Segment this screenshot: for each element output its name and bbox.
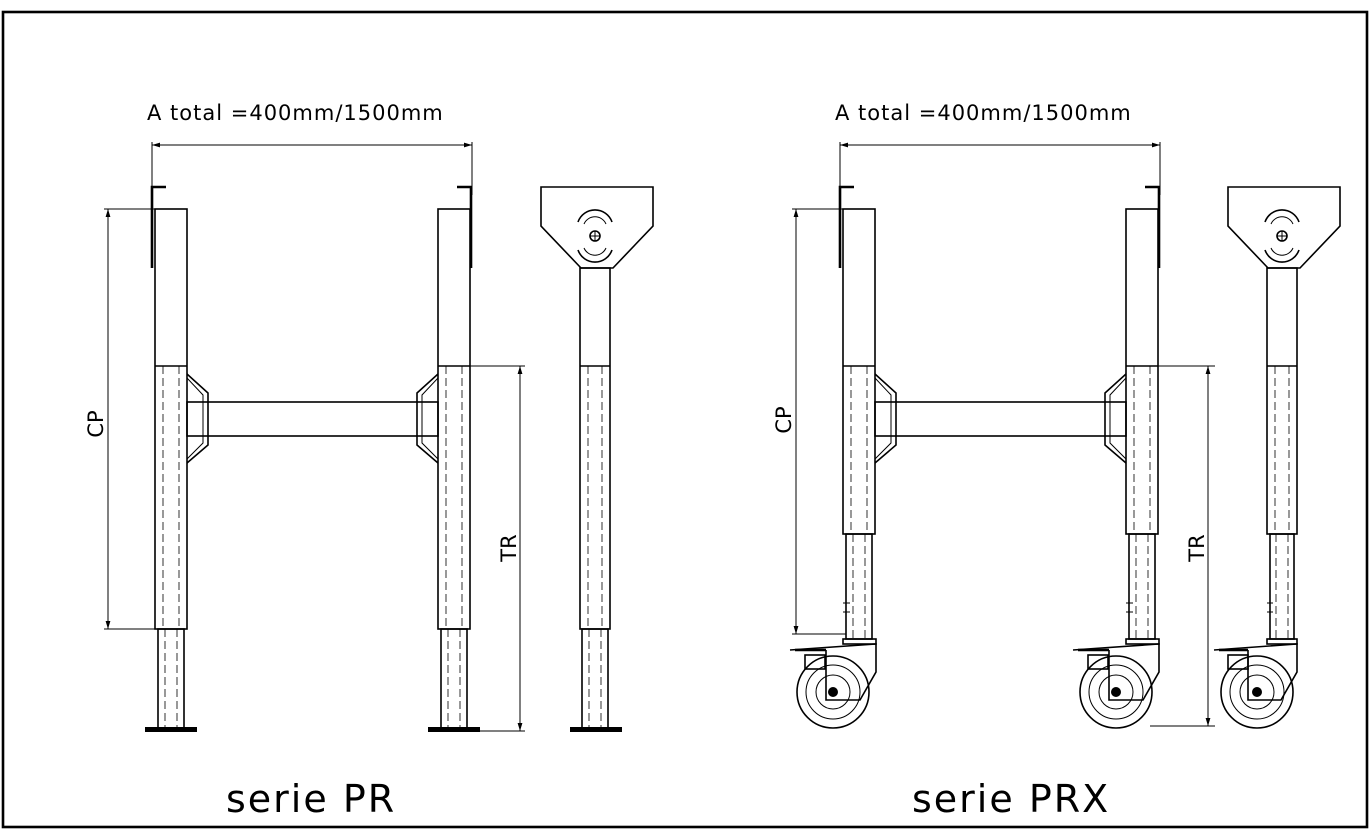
caster-wheel: [1213, 638, 1298, 729]
cp-label: CP: [772, 406, 796, 433]
cp-label: CP: [84, 410, 108, 437]
foot-plate: [428, 727, 480, 732]
caster-wheel: [789, 638, 877, 729]
tr-label: TR: [1185, 534, 1209, 562]
drawing-serie-pr: A total =400mm/1500mm CP TR: [84, 101, 654, 821]
foot-plate: [145, 727, 197, 732]
side-view: [1227, 186, 1341, 640]
right-leg: [428, 185, 480, 732]
caster-wheel: [1072, 638, 1160, 729]
crossbar: [186, 373, 439, 464]
series-title: serie PR: [226, 777, 396, 821]
right-leg: [1125, 185, 1161, 640]
drawing-frame: [1, 10, 1369, 829]
side-view: [540, 186, 654, 732]
width-dimension-label: A total =400mm/1500mm: [835, 101, 1132, 125]
series-title: serie PRX: [912, 777, 1110, 821]
foot-plate: [570, 727, 622, 732]
tr-label: TR: [497, 534, 521, 562]
width-dimension-label: A total =400mm/1500mm: [147, 101, 444, 125]
crossbar: [874, 373, 1127, 464]
drawing-serie-prx: A total =400mm/1500mm CP TR: [772, 101, 1341, 821]
left-leg: [838, 185, 876, 640]
left-leg: [145, 185, 197, 732]
